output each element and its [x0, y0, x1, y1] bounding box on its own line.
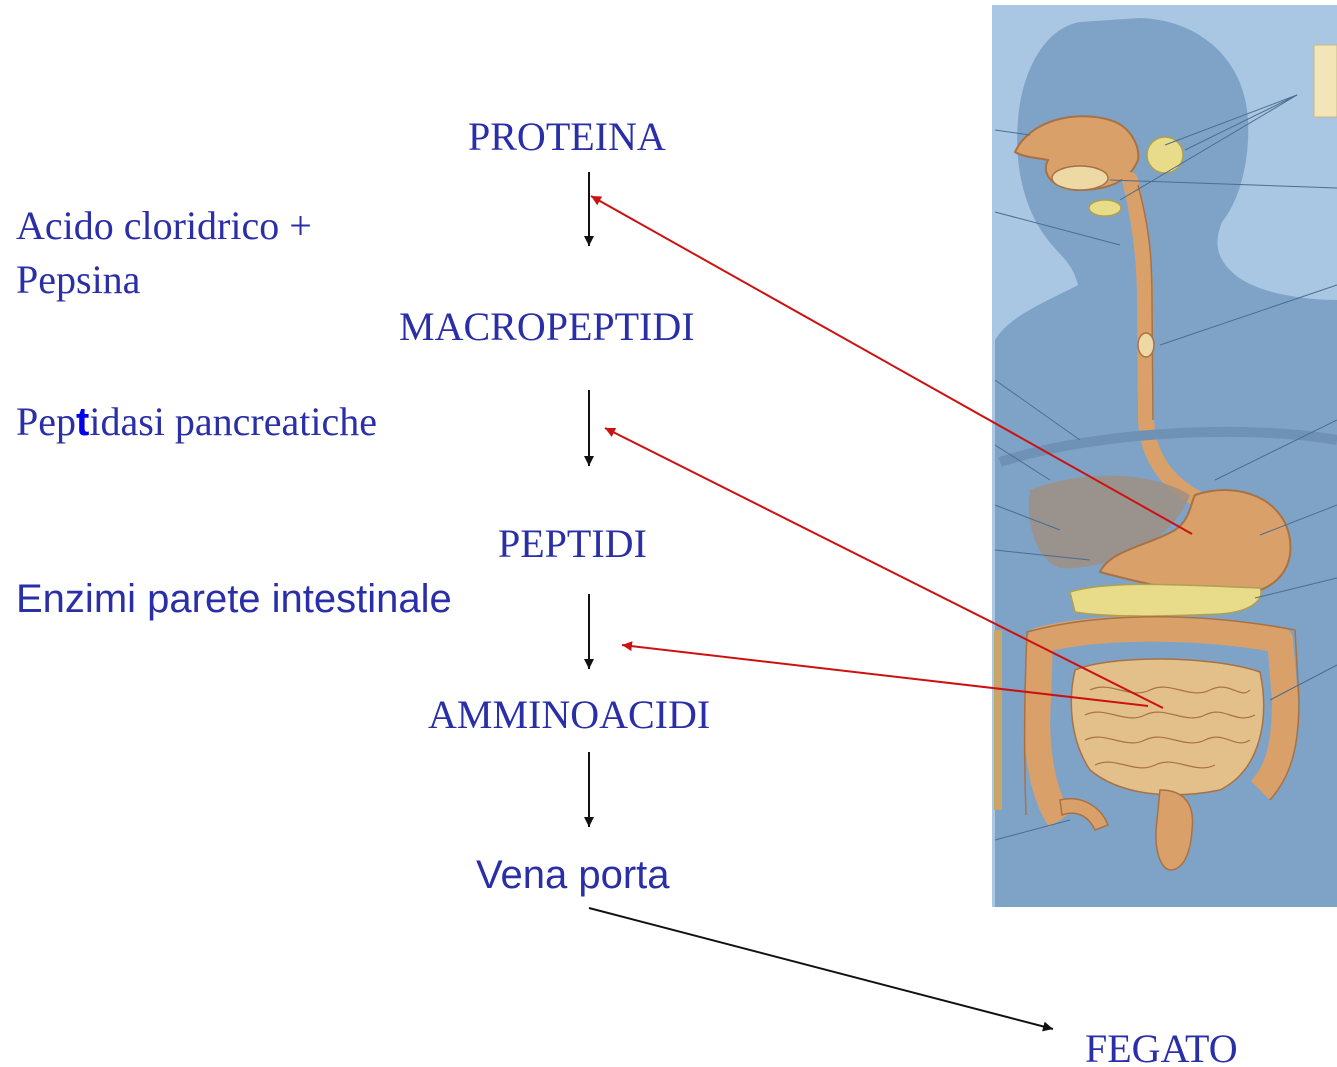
vena-porta-label: Vena porta: [476, 853, 670, 898]
enzimi-parete-label: Enzimi parete intestinale: [16, 577, 452, 622]
pepsina-label: Pepsina: [16, 256, 140, 303]
peptidasi-part: Pep: [16, 399, 76, 444]
amminoacidi-label: AMMINOACIDI: [428, 691, 710, 738]
proteina-label: PROTEINA: [468, 113, 666, 160]
peptidi-label: PEPTIDI: [498, 520, 647, 567]
fegato-label: FEGATO: [1085, 1025, 1238, 1067]
peptidasi-pancreatiche-label: Peptidasi pancreatiche: [16, 398, 377, 445]
acido-cloridrico-label: Acido cloridrico +: [16, 202, 312, 249]
peptidasi-part: idasi pancreatiche: [89, 399, 377, 444]
arrow-stomach-to-proteina: [591, 196, 1192, 534]
peptidasi-highlight: t: [76, 400, 89, 444]
arrow-vena-porta-fegato: [589, 908, 1053, 1029]
macropeptidi-label: MACROPEPTIDI: [399, 303, 695, 350]
